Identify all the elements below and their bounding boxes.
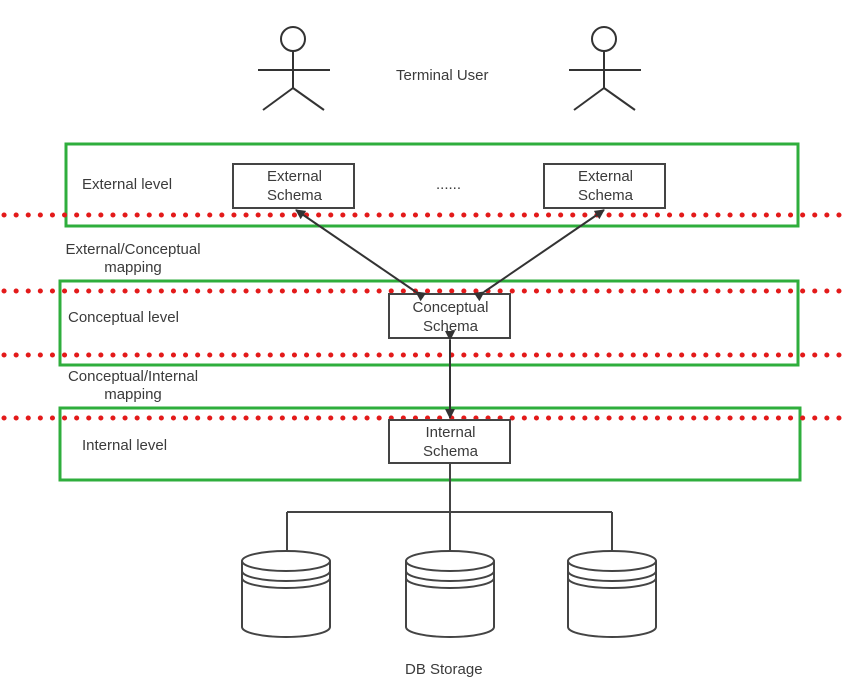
- external-schema-box-1: [232, 163, 355, 209]
- conceptual-schema-box: [388, 293, 511, 339]
- storage-connectors: [286, 463, 613, 551]
- terminal-user-label: Terminal User: [396, 67, 489, 84]
- conceptual-schema-text: Conceptual Schema: [389, 298, 512, 336]
- external-level-label: External level: [82, 176, 173, 193]
- user-icon: [569, 26, 641, 111]
- db-storage-label: DB Storage: [405, 661, 483, 678]
- internal-level-frame: [58, 406, 802, 482]
- mapping-line-2: mapping: [104, 386, 162, 403]
- mapping-line-2: mapping: [104, 259, 162, 276]
- mapping-line-1: Conceptual/Internal: [67, 368, 199, 385]
- schema-line-1: Conceptual: [412, 299, 489, 316]
- database-icon: [405, 550, 495, 638]
- external-conceptual-mapping-label: External/Conceptual mapping: [40, 241, 226, 277]
- conceptual-level-frame: [58, 279, 800, 367]
- ellipsis-label: ......: [436, 176, 462, 193]
- conceptual-level-label: Conceptual level: [68, 309, 179, 326]
- mapping-arrow: [295, 209, 427, 302]
- internal-schema-text: Internal Schema: [389, 423, 512, 461]
- external-schema-2-text: External Schema: [544, 167, 667, 205]
- external-level-frame: [64, 142, 800, 228]
- user-icon: [258, 26, 330, 111]
- internal-schema-box: [388, 419, 511, 464]
- internal-level-label: Internal level: [82, 437, 168, 454]
- schema-line-1: Internal: [425, 424, 476, 441]
- schema-line-2: Schema: [577, 187, 634, 204]
- schema-line-2: Schema: [266, 187, 323, 204]
- external-schema-box-2: [543, 163, 666, 209]
- conceptual-internal-mapping-label: Conceptual/Internal mapping: [40, 368, 226, 404]
- schema-line-2: Schema: [422, 318, 479, 335]
- schema-line-1: External: [266, 168, 323, 185]
- mapping-line-1: External/Conceptual: [65, 241, 201, 258]
- mapping-arrow: [473, 209, 605, 302]
- database-icon: [241, 550, 331, 638]
- schema-line-2: Schema: [422, 443, 479, 460]
- database-icon: [567, 550, 657, 638]
- schema-line-1: External: [577, 168, 634, 185]
- external-schema-1-text: External Schema: [233, 167, 356, 205]
